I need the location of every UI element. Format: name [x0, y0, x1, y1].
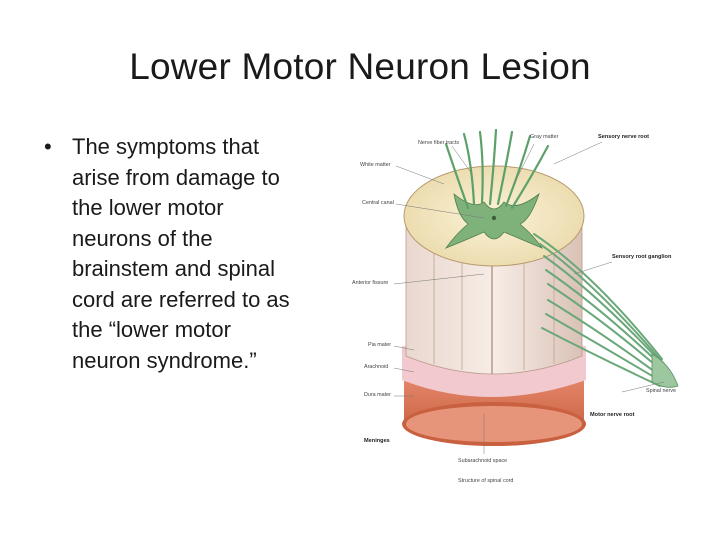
- label-pia-mater: Pia mater: [368, 342, 391, 348]
- slide-title: Lower Motor Neuron Lesion: [0, 44, 720, 90]
- label-white-matter: White matter: [360, 162, 391, 168]
- bullet-marker: •: [44, 132, 62, 163]
- figure-caption: Structure of spinal cord: [458, 478, 513, 484]
- label-central-canal: Central canal: [362, 200, 394, 206]
- bullet-line: neurons of the: [72, 224, 344, 255]
- bullet-text: The symptoms that arise from damage to t…: [72, 132, 344, 376]
- bullet-line: arise from damage to: [72, 163, 344, 194]
- bullet-item: • The symptoms that arise from damage to…: [44, 132, 344, 376]
- bullet-line: brainstem and spinal: [72, 254, 344, 285]
- label-anterior-fissure: Anterior fissure: [352, 280, 388, 286]
- bullet-line: the “lower motor: [72, 315, 344, 346]
- label-dura-mater: Dura mater: [364, 392, 391, 398]
- label-arachnoid: Arachnoid: [364, 364, 388, 370]
- label-motor-nerve-root: Motor nerve root: [590, 412, 635, 418]
- label-spinal-nerve: Spinal nerve: [646, 388, 676, 394]
- label-sensory-nerve-root: Sensory nerve root: [598, 134, 649, 140]
- bullet-line: neuron syndrome.”: [72, 346, 344, 377]
- label-gray-matter: Gray matter: [530, 134, 559, 140]
- spinal-cord-illustration: Nerve fiber tracts Gray matter White mat…: [334, 124, 700, 536]
- central-canal-dot: [492, 216, 496, 220]
- label-nerve-fiber-tracts: Nerve fiber tracts: [418, 140, 459, 146]
- spinal-nerve-bundle: [652, 354, 678, 387]
- bullet-line: The symptoms that: [72, 132, 344, 163]
- label-subarachnoid-space: Subarachnoid space: [458, 458, 507, 464]
- bullet-line: the lower motor: [72, 193, 344, 224]
- spinal-cord-diagram: Nerve fiber tracts Gray matter White mat…: [334, 124, 700, 536]
- label-sensory-root-ganglion: Sensory root ganglion: [612, 254, 672, 260]
- bullet-line: cord are referred to as: [72, 285, 344, 316]
- label-meninges: Meninges: [364, 438, 390, 444]
